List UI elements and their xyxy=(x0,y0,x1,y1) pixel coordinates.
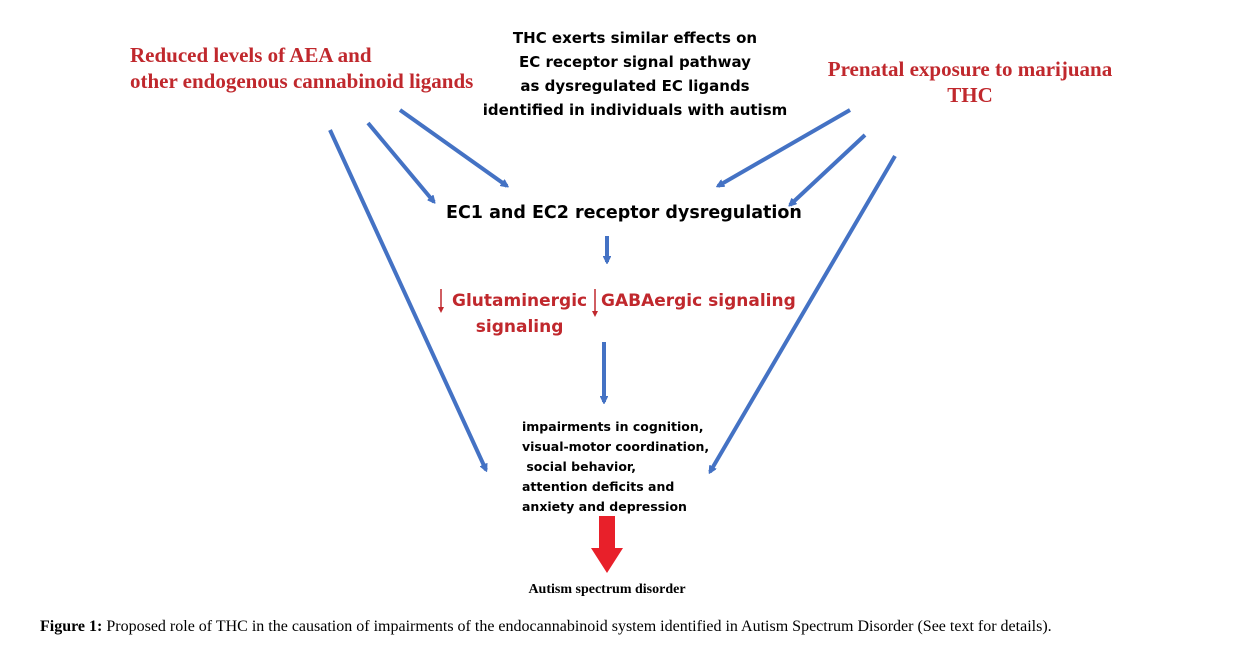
arrow-left-inner xyxy=(398,108,507,188)
caption-text: Proposed role of THC in the causation of… xyxy=(102,618,1052,635)
outcome-node: Autism spectrum disorder xyxy=(528,582,686,597)
text-line: identified in individuals with autism xyxy=(482,101,788,119)
glutamate-node: Glutaminergic signaling xyxy=(452,288,587,340)
text-line: EC receptor signal pathway xyxy=(519,53,751,71)
outcome-arrow xyxy=(591,516,623,573)
source-right: Prenatal exposure to marijuana THC xyxy=(810,56,1130,108)
text-line: THC xyxy=(947,83,993,107)
text-line: impairments in cognition, xyxy=(522,419,704,434)
text-line: Reduced levels of AEA and xyxy=(130,43,372,67)
text-line: anxiety and depression xyxy=(522,499,687,514)
arrow-right-mid xyxy=(790,133,867,205)
caption-label: Figure 1: xyxy=(40,618,103,635)
figure-caption: Figure 1: Proposed role of THC in the ca… xyxy=(40,616,1220,637)
receptor-node: EC1 and EC2 receptor dysregulation xyxy=(446,203,802,223)
arrow-right-outer xyxy=(708,154,897,472)
arrow-right-inner xyxy=(718,108,851,188)
source-center: THC exerts similar effects on EC recepto… xyxy=(480,26,790,122)
text-line: other endogenous cannabinoid ligands xyxy=(130,69,474,93)
text-line: signaling xyxy=(475,317,564,337)
text-line: attention deficits and xyxy=(522,479,675,494)
text-line: Glutaminergic xyxy=(452,291,588,311)
impairments-node: impairments in cognition, visual-motor co… xyxy=(522,417,709,517)
text-line: as dysregulated EC ligands xyxy=(520,77,750,95)
arrow-left-outer xyxy=(328,129,488,470)
text-line: visual-motor coordination, xyxy=(522,439,710,454)
gaba-node: GABAergic signaling xyxy=(601,291,796,311)
arrow-left-mid xyxy=(366,121,434,202)
source-left: Reduced levels of AEA and other endogeno… xyxy=(130,42,473,94)
text-line: Prenatal exposure to marijuana xyxy=(827,57,1113,81)
text-line: social behavior, xyxy=(522,459,637,474)
text-line: THC exerts similar effects on xyxy=(512,29,758,47)
